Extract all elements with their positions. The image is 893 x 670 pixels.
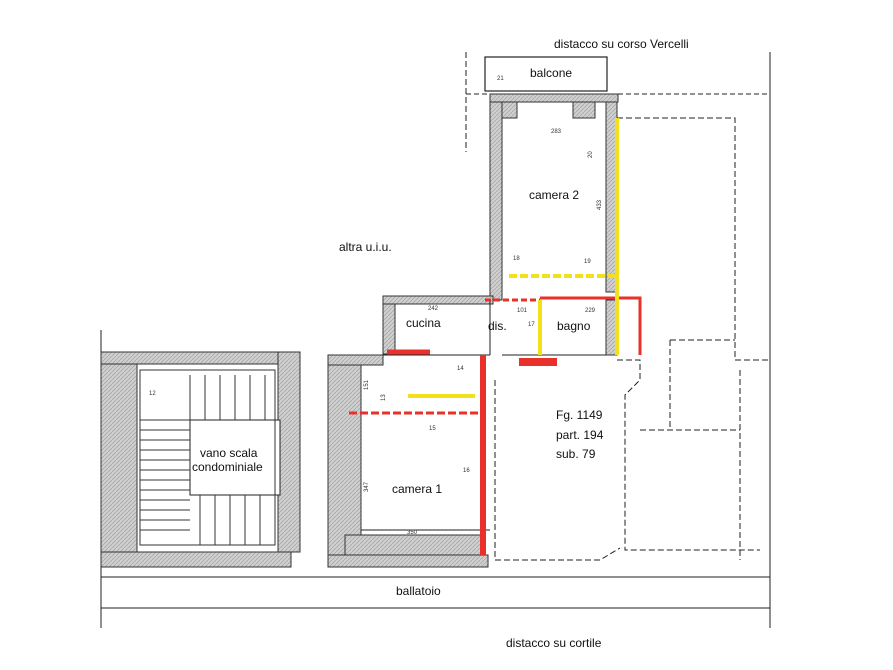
dim-stair-12: 12 [149, 391, 156, 397]
room-dis: dis. [488, 319, 507, 333]
top-boundary-label: distacco su corso Vercelli [554, 37, 689, 51]
dim-bagno-17: 17 [528, 322, 535, 328]
new-walls [408, 118, 619, 398]
dim-camera2-height: 433 [597, 199, 603, 210]
stair-treads [139, 369, 276, 546]
room-cucina: cucina [406, 316, 441, 330]
demolition-walls [349, 296, 642, 555]
dim-cucina-h: 151 [364, 379, 370, 390]
cadastral-sub: sub. 79 [556, 447, 596, 461]
stair-label-2: condominiale [192, 460, 263, 474]
bottom-boundary-label: distacco su cortile [506, 636, 602, 650]
other-unit-label: altra u.i.u. [339, 240, 392, 254]
room-bagno: bagno [557, 319, 591, 333]
plan-lines [189, 300, 606, 531]
room-camera-1: camera 1 [392, 482, 443, 496]
room-camera-2: camera 2 [529, 188, 580, 202]
dim-camera1-width: 350 [407, 530, 418, 536]
walls [100, 93, 619, 568]
ballatoio-label: ballatoio [396, 584, 441, 598]
dim-camera2-20: 20 [588, 151, 594, 158]
balcone-label: balcone [530, 66, 573, 80]
balcone-outline [484, 56, 608, 92]
dim-dis-18: 18 [513, 256, 520, 262]
dim-camera2-width: 283 [551, 129, 562, 135]
dim-camera1-15: 15 [429, 426, 436, 432]
dim-camera2-19: 19 [584, 259, 591, 265]
dim-camera1-16: 16 [463, 468, 470, 474]
dim-balcone: 21 [497, 76, 504, 82]
neighbour-outlines [494, 117, 770, 561]
dim-cucina-width: 242 [428, 306, 439, 312]
dim-dis-width: 101 [517, 308, 528, 314]
dim-camera1-height: 347 [364, 481, 370, 492]
stair-label-1: vano scala [200, 446, 258, 460]
dim-cucina-14: 14 [457, 366, 464, 372]
cadastral-fg: Fg. 1149 [556, 408, 603, 422]
dim-camera1-13: 13 [381, 394, 387, 401]
cadastral-part: part. 194 [556, 428, 604, 442]
dim-bagno-width: 229 [585, 308, 596, 314]
